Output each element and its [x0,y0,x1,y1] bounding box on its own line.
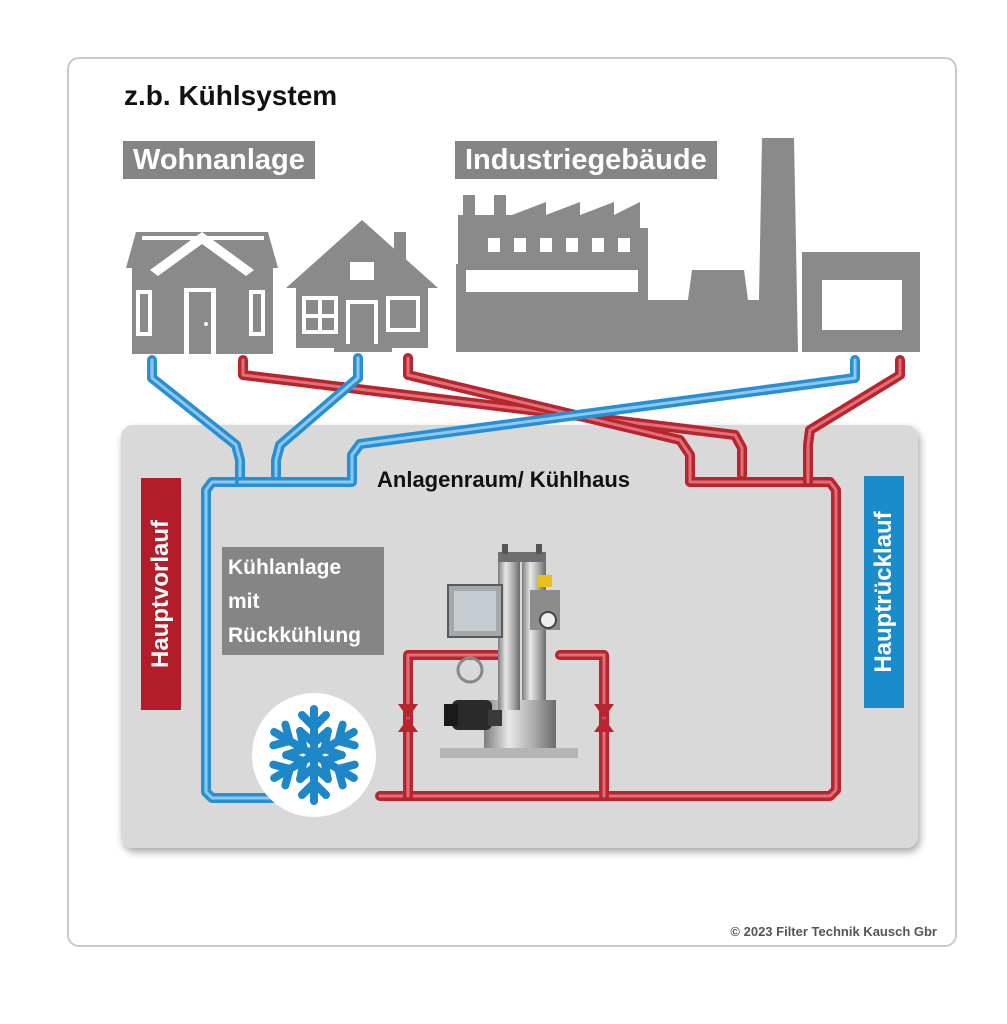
plant-room-label: Anlagenraum/ Kühlhaus [365,463,643,497]
return-pipes [238,353,905,801]
main-supply-text: Hauptvorlauf [147,519,174,669]
page-title: z.b. Kühlsystem [124,80,338,111]
main-return-label: Hauptrücklauf [864,476,904,708]
chiller-label-line: Kühlanlage [228,556,342,579]
chiller-label: Kühlanlage mit Rückkühlung [222,547,384,655]
main-return-text: Hauptrücklauf [870,511,897,673]
copyright-notice: © 2023 Filter Technik Kausch Gbr [730,924,937,939]
supply-pipes [147,353,860,803]
snowflake-icon [267,705,361,801]
house-icon [126,232,278,354]
chiller-label-line: mit [228,590,260,613]
chiller-label-line: Rückkühlung [228,624,362,647]
valve-icon [594,704,614,732]
filter-unit-icon [440,544,578,758]
main-supply-label: Hauptvorlauf [141,478,181,710]
residential-label: Wohnanlage [123,141,315,179]
valve-icon [398,704,418,732]
industrial-label: Industriegebäude [455,141,717,179]
factory-icon [456,138,920,352]
house-icon [286,220,438,352]
